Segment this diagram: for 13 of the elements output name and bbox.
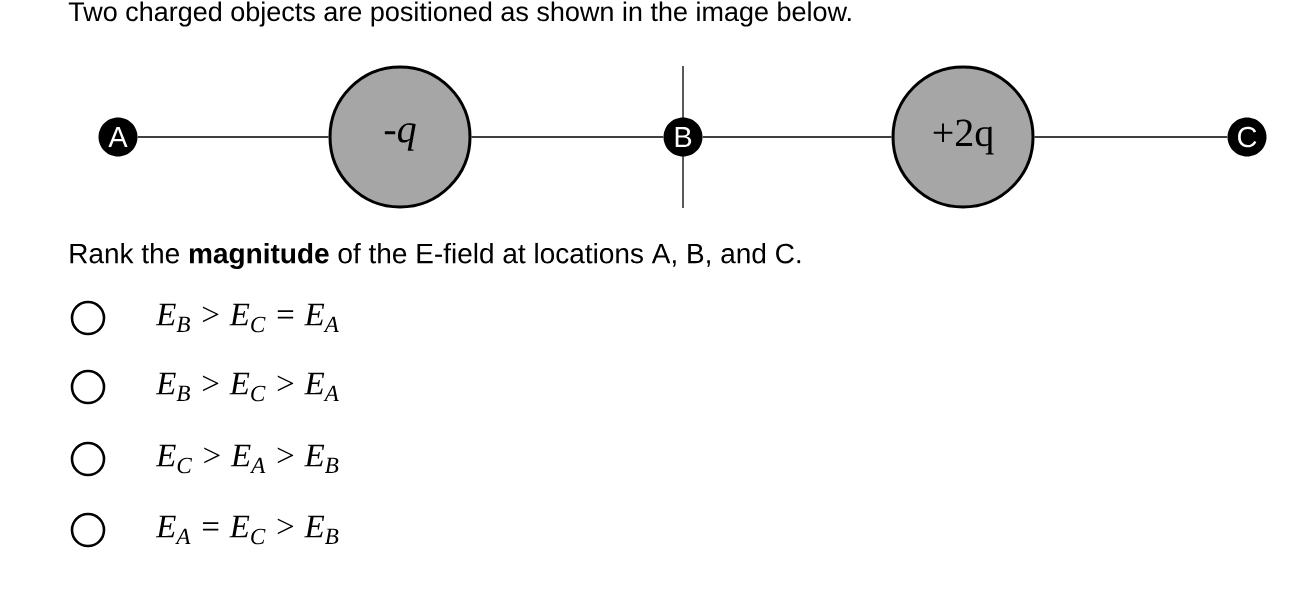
- connecting-line: [702, 136, 893, 138]
- question-text: Rank the magnitude of the E-field at locations A, B, and C.: [70, 242, 801, 270]
- point-label: B: [663, 117, 703, 157]
- answer-option: E$_{C}$ > E$_{A}$ > E$_{B}$: [155, 444, 339, 474]
- connecting-line: [470, 136, 664, 138]
- connecting-line: [137, 136, 330, 138]
- title: Two charged objects are positioned as shown in the image below.: [68, 1, 851, 27]
- point-label: C: [1227, 117, 1267, 157]
- point-label: A: [98, 117, 138, 157]
- connecting-line: [1033, 136, 1228, 138]
- answer-option: E$_{B}$ > E$_{C}$ > E$_{A}$: [155, 372, 339, 402]
- answer-option: E$_{A}$ = E$_{C}$ > E$_{B}$: [155, 515, 339, 545]
- answer-option: E$_{B}$ > E$_{C}$ = E$_{A}$: [155, 303, 339, 333]
